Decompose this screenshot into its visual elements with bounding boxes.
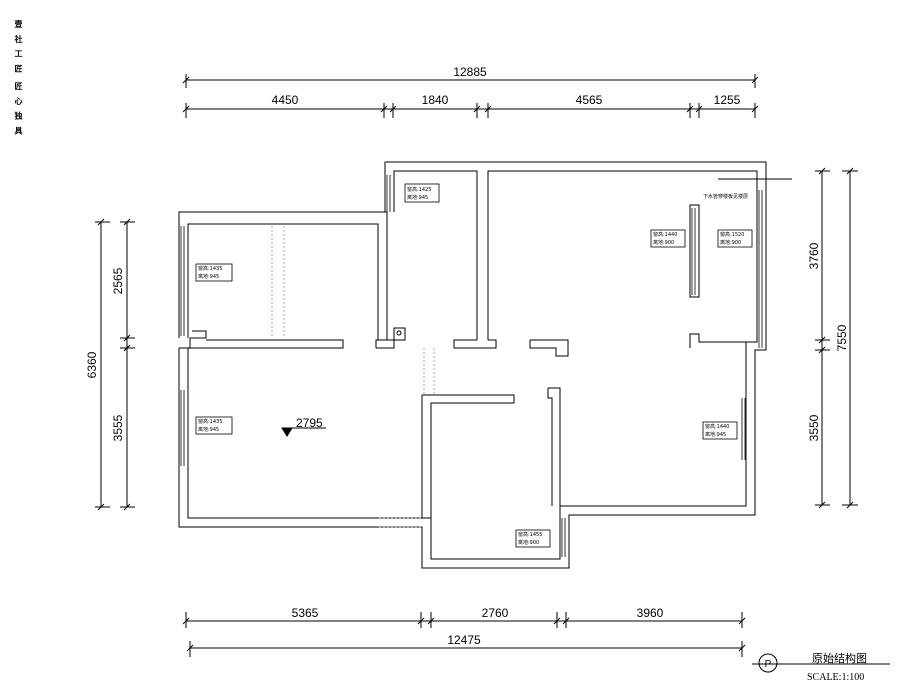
bottom-dimension-segments xyxy=(182,612,746,628)
dim-bottom-seg1: 5365 xyxy=(292,606,319,620)
right-dimension-total xyxy=(842,167,858,509)
window-tag-1-line1: 窗高:1425 xyxy=(407,186,431,193)
windows xyxy=(180,175,763,557)
drain-fixture xyxy=(393,327,406,341)
dim-bottom-seg3: 3960 xyxy=(637,606,664,620)
pipe-annotation: 下水管穿楼板见楼层 xyxy=(703,193,748,200)
drawing-title: 原始结构图 xyxy=(812,651,867,665)
window-tag-2-line1: 窗高:1435 xyxy=(198,265,222,272)
window-tag-4-line1: 窗高:1520 xyxy=(720,231,744,238)
window-tag-6-line2: 离地:945 xyxy=(705,431,726,438)
left-dimension-total xyxy=(95,218,110,511)
dim-top-total: 12885 xyxy=(453,65,487,79)
window-tag-1-line2: 离地:945 xyxy=(407,194,428,201)
dim-left-total: 6360 xyxy=(85,351,99,378)
dim-top-seg4: 1255 xyxy=(714,93,741,107)
side-label: 匠 心 独 具 xyxy=(14,82,23,137)
dim-left-seg1: 2565 xyxy=(111,267,125,294)
door-openings xyxy=(271,226,435,528)
dim-top-seg1: 4450 xyxy=(272,93,299,107)
dim-bottom-total: 12475 xyxy=(447,633,481,647)
dim-right-seg1: 3760 xyxy=(807,242,821,269)
top-dimension-total xyxy=(182,74,759,88)
dim-right-total: 7550 xyxy=(835,324,849,351)
window-tag-4-line2: 离地:900 xyxy=(720,239,741,246)
drawing-scale: SCALE:1:100 xyxy=(807,672,864,683)
window-tag-5-line1: 窗高:1435 xyxy=(198,418,222,425)
left-dimension-segments xyxy=(120,218,135,511)
title-block xyxy=(752,653,890,673)
dim-top-seg2: 1840 xyxy=(422,93,449,107)
window-tag-3-line2: 离地:900 xyxy=(653,239,674,246)
window-tag-7-line2: 离地:900 xyxy=(518,539,539,546)
window-tag-7-line1: 窗高:1455 xyxy=(518,531,542,538)
bottom-dimension-total xyxy=(186,641,746,657)
window-tag-6-line1: 窗高:1440 xyxy=(705,423,729,430)
window-tag-3-line1: 窗高:1440 xyxy=(653,231,677,238)
level-marker-icon xyxy=(281,427,326,437)
window-tag-2-line2: 离地:945 xyxy=(198,273,219,280)
dim-bottom-seg2: 2760 xyxy=(482,606,509,620)
exterior-walls xyxy=(178,161,767,569)
side-label-top: 壹 社 工 匠 xyxy=(14,20,23,75)
dim-top-seg3: 4565 xyxy=(576,93,603,107)
right-dimension-segments xyxy=(815,167,830,509)
drain-icon xyxy=(396,330,402,336)
dim-left-seg2: 3555 xyxy=(111,414,125,441)
top-dimension-segments xyxy=(182,103,759,118)
interior-walls xyxy=(179,204,746,518)
dim-right-seg2: 3550 xyxy=(807,414,821,441)
level-mark-text: 2795 xyxy=(296,416,323,430)
window-tag-boxes xyxy=(195,183,753,548)
window-tag-5-line2: 离地:945 xyxy=(198,426,219,433)
title-symbol: P xyxy=(765,659,772,670)
